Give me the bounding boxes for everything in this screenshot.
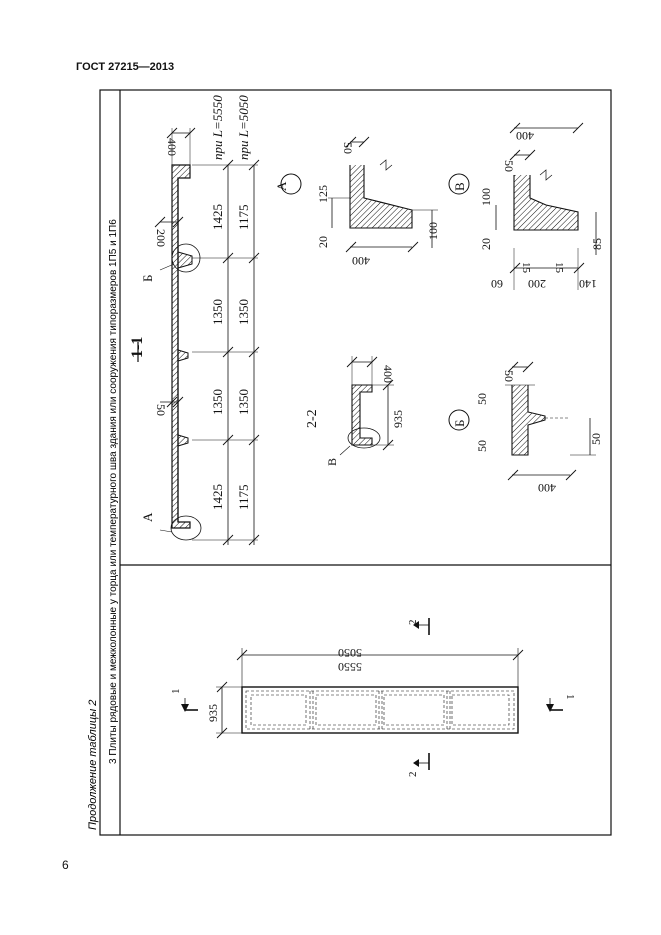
detail-a-50: 50	[341, 142, 355, 154]
dim-400-1-1: 400	[165, 138, 179, 156]
detail-b-drawing	[448, 361, 596, 481]
dim-400-2-2: 400	[381, 365, 395, 383]
arrow-icon	[413, 621, 419, 629]
section-1-1-drawing	[137, 127, 260, 546]
detail-v-200: 200	[528, 277, 546, 291]
detail-v-15a: 15	[520, 262, 532, 274]
callout-v: В	[325, 458, 339, 466]
arrow-icon	[546, 704, 554, 712]
detail-v-50: 50	[502, 160, 516, 172]
detail-v-20: 20	[479, 238, 493, 250]
section-mark-2-top: 2	[407, 620, 419, 626]
callout-b: Б	[140, 275, 155, 282]
arrow-icon	[413, 759, 419, 767]
dim-row2-1: 1175	[236, 484, 251, 510]
section-mark-1-right: 1	[564, 694, 576, 700]
cond-l5550: при L=5550	[210, 95, 225, 160]
page-number: 6	[62, 858, 69, 872]
detail-v-85: 85	[590, 238, 604, 250]
callout-a: А	[140, 512, 155, 522]
detail-a-20: 20	[316, 236, 330, 248]
plan-dim-length-1: 5550	[338, 660, 362, 674]
detail-a-125: 125	[316, 185, 330, 203]
detail-b-50-left2: 50	[475, 440, 489, 452]
detail-a-label: А	[274, 181, 289, 191]
dim-row2-3: 1350	[236, 299, 251, 325]
detail-a-100: 100	[426, 222, 440, 240]
plan-view	[184, 618, 563, 770]
dim-row2-4: 1175	[236, 204, 251, 230]
section-2-2-drawing	[339, 356, 394, 456]
dim-row1-3: 1350	[210, 299, 225, 325]
standard-header: ГОСТ 27215—2013	[76, 61, 175, 73]
detail-b-50-left1: 50	[475, 393, 489, 405]
detail-b-50-top: 50	[502, 370, 516, 382]
detail-a-drawing	[280, 136, 438, 253]
detail-v-400: 400	[516, 129, 534, 143]
detail-v-60: 60	[491, 277, 503, 291]
dim-200-1-1: 200	[154, 229, 168, 247]
detail-v-140: 140	[579, 277, 597, 291]
section-mark-2-bottom: 2	[407, 772, 419, 778]
detail-b-400: 400	[538, 481, 556, 495]
detail-a-400: 400	[352, 254, 370, 268]
detail-b-50-right: 50	[589, 433, 603, 445]
table-frame	[99, 89, 612, 836]
dim-935-2-2: 935	[391, 410, 405, 428]
table-caption: Продолжение таблицы 2	[87, 700, 99, 830]
detail-v-15b: 15	[553, 262, 565, 274]
plan-dim-length-2: 5050	[338, 646, 362, 660]
detail-v-drawing	[448, 122, 597, 290]
dim-row2-2: 1350	[236, 389, 251, 415]
section-2-2-title: 2-2	[305, 409, 320, 428]
dim-row1-2: 1350	[210, 389, 225, 415]
detail-v-100: 100	[479, 188, 493, 206]
section-mark-1-left: 1	[170, 689, 182, 695]
plan-dim-width: 935	[206, 704, 220, 722]
dim-row1-1: 1425	[210, 484, 225, 510]
detail-b-label: Б	[452, 420, 467, 427]
section-1-1-title: 1-1	[129, 337, 146, 358]
detail-v-label: В	[452, 182, 467, 191]
cond-l5050: при L=5050	[236, 95, 251, 160]
row-title: 3 Плиты рядовые и межколонные у торца ил…	[108, 219, 119, 764]
dim-50-1-1: 50	[154, 404, 168, 416]
arrow-icon	[181, 704, 189, 712]
dim-row1-4: 1425	[210, 204, 225, 230]
